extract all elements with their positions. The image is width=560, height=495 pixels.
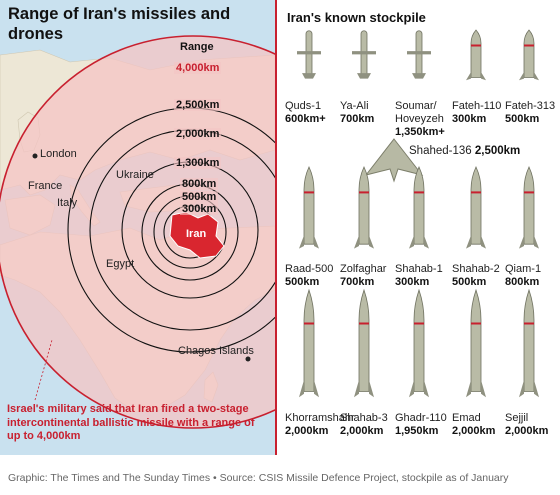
missile-range: 1,350km+ bbox=[395, 126, 445, 138]
missile-icon-4 bbox=[515, 28, 543, 88]
missile-icon-11 bbox=[350, 288, 378, 408]
missile-range: 700km bbox=[340, 276, 375, 288]
ring-label-1: 2,500km bbox=[174, 99, 222, 111]
missile-icon-8 bbox=[462, 165, 490, 258]
missile-icon-3 bbox=[462, 28, 490, 88]
missile-range: 700km bbox=[340, 113, 375, 125]
missile-name: Quds-1 bbox=[285, 100, 322, 112]
place-label-london: London bbox=[40, 148, 77, 160]
missile-name: Emad bbox=[452, 412, 481, 424]
missile-icon-1 bbox=[350, 28, 378, 88]
iran-shape bbox=[169, 211, 225, 259]
missile-range: 300km bbox=[395, 276, 430, 288]
missile-icon-6 bbox=[350, 165, 378, 258]
panel-divider bbox=[275, 0, 277, 455]
place-label-ukraine: Ukraine bbox=[116, 169, 154, 181]
missile-range: 600km+ bbox=[285, 113, 326, 125]
missile-name: Qiam-1 bbox=[505, 263, 542, 275]
missile-icon-13 bbox=[462, 288, 490, 408]
stockpile-panel: Iran's known stockpile Shahed-136 2,500k… bbox=[277, 0, 560, 455]
missile-range: 300km bbox=[452, 113, 487, 125]
map-title: Range of Iran's missiles and drones bbox=[8, 5, 231, 43]
missile-icon-2 bbox=[405, 28, 433, 88]
missile-name: Fateh-313 bbox=[505, 100, 556, 112]
missile-name: Ghadr-110 bbox=[395, 412, 447, 424]
missile-range: 2,000km bbox=[285, 425, 329, 437]
missile-icon-7 bbox=[405, 165, 433, 258]
missile-range: 2,000km bbox=[340, 425, 384, 437]
missile-icon-5 bbox=[295, 165, 323, 258]
missile-range: 500km bbox=[452, 276, 487, 288]
missile-name: Shahab-2 bbox=[452, 263, 500, 275]
iran-label: Iran bbox=[186, 228, 207, 240]
ring-label-6: 300km bbox=[180, 203, 219, 215]
missile-name: Soumar/ Hoveyzeh bbox=[395, 100, 444, 125]
missile-icon-10 bbox=[295, 288, 323, 408]
place-label-italy: Italy bbox=[57, 197, 78, 209]
place-label-france: France bbox=[28, 180, 63, 192]
london-marker bbox=[32, 153, 38, 159]
range-map: Range of Iran's missiles and drones Rang… bbox=[0, 0, 275, 455]
missile-range: 500km bbox=[505, 113, 540, 125]
shahed-name: Shahed-136 bbox=[409, 145, 472, 157]
missile-name: Shahab-3 bbox=[340, 412, 388, 424]
ring-label-2: 2,000km bbox=[174, 128, 222, 140]
missile-range: 500km bbox=[285, 276, 320, 288]
missile-name: Sejjil bbox=[505, 412, 529, 424]
missile-range: 1,950km bbox=[395, 425, 439, 437]
ring-label-4: 800km bbox=[180, 178, 219, 190]
place-label-egypt: Egypt bbox=[106, 258, 135, 270]
credit-footer: Graphic: The Times and The Sunday Times … bbox=[8, 472, 509, 484]
missile-name: Ya-Ali bbox=[340, 100, 369, 112]
icbm-note: Israel's military said that Iran fired a… bbox=[7, 403, 255, 442]
missile-icon-14 bbox=[515, 288, 543, 408]
ring-label-5: 500km bbox=[180, 191, 219, 203]
missile-range: 800km bbox=[505, 276, 540, 288]
ring-label-0: 4,000km bbox=[174, 62, 222, 74]
stockpile-title: Iran's known stockpile bbox=[287, 10, 426, 25]
missile-name: Zolfaghar bbox=[340, 263, 387, 275]
missile-icon-12 bbox=[405, 288, 433, 408]
range-heading: Range bbox=[180, 41, 214, 53]
missile-name: Shahab-1 bbox=[395, 263, 443, 275]
place-label-chagos-islands: Chagos Islands bbox=[178, 345, 254, 357]
missile-name: Fateh-110 bbox=[452, 100, 502, 112]
shahed-label: Shahed-136 2,500km bbox=[409, 145, 520, 157]
missile-range: 2,000km bbox=[505, 425, 549, 437]
ring-label-3: 1,300km bbox=[174, 157, 222, 169]
map-canvas bbox=[0, 35, 275, 429]
chagos-marker bbox=[245, 356, 251, 362]
missile-icon-0 bbox=[295, 28, 323, 88]
missile-icon-9 bbox=[515, 165, 543, 258]
missile-range: 2,000km bbox=[452, 425, 496, 437]
missile-name: Khorramshahr bbox=[285, 412, 355, 424]
shahed-range: 2,500km bbox=[474, 145, 521, 157]
city-dots bbox=[32, 153, 251, 362]
missile-name: Raad-500 bbox=[285, 263, 334, 275]
